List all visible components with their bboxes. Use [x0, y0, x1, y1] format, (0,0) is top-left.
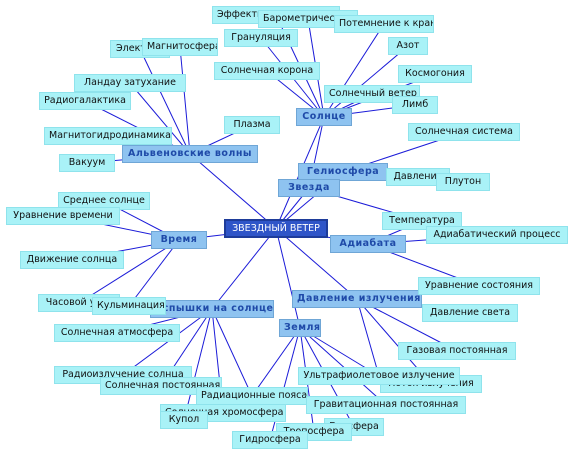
leaf-node[interactable]: Плутон: [436, 173, 490, 191]
edge-alfven-elektron: [139, 48, 191, 155]
leaf-node[interactable]: Солнечная корона: [214, 62, 320, 80]
leaf-node[interactable]: Кульминация: [92, 297, 166, 315]
edge-alfven-landau: [129, 82, 191, 155]
leaf-node[interactable]: Барометрическая формула: [258, 10, 358, 28]
leaf-node[interactable]: Температура: [382, 212, 462, 230]
leaf-node[interactable]: Космогония: [398, 65, 472, 83]
root-node[interactable]: ЗВЕЗДНЫЙ ВЕТЕР: [224, 219, 328, 238]
leaf-node[interactable]: Движение солнца: [20, 251, 124, 269]
leaf-node[interactable]: Потемнение к краю: [334, 15, 434, 33]
leaf-node[interactable]: Вакуум: [59, 154, 115, 172]
leaf-node[interactable]: Гравитационная постоянная: [306, 396, 466, 414]
hub-node-zemlya[interactable]: Земля: [279, 319, 321, 337]
edge-vremya-kulminaciya: [128, 239, 180, 307]
leaf-node[interactable]: Уравнение состояния: [418, 277, 540, 295]
edge-root-zemlya: [275, 228, 301, 329]
leaf-node[interactable]: Солнечная система: [408, 123, 520, 141]
hub-node-davlenie-izlucheniya[interactable]: Давление излучения: [292, 290, 422, 308]
edge-root-alfven: [189, 153, 277, 229]
leaf-node[interactable]: Гидросфера: [232, 431, 308, 449]
leaf-node[interactable]: Азот: [388, 37, 428, 55]
leaf-node[interactable]: Радиогалактика: [39, 92, 131, 110]
leaf-node[interactable]: Ультрафиолетовое излучение: [298, 367, 460, 385]
edge-solnce-azot: [323, 45, 409, 118]
edge-vspyshki-radiacionnye_poyasa: [211, 308, 253, 397]
leaf-node[interactable]: Радиационные пояса: [196, 387, 308, 405]
leaf-node[interactable]: Лимб: [392, 96, 438, 114]
leaf-node[interactable]: Плазма: [224, 116, 280, 134]
leaf-node[interactable]: Магнитосфера: [142, 38, 218, 56]
leaf-node[interactable]: Давление света: [422, 304, 518, 322]
leaf-node[interactable]: Газовая постоянная: [398, 342, 516, 360]
leaf-node[interactable]: Адиабатический процесс: [426, 226, 568, 244]
edge-root-vspyshki: [211, 228, 277, 310]
edge-zemlya-gravitacionnaya: [299, 327, 387, 406]
hub-node-alfven[interactable]: Альвеновские волны: [122, 145, 258, 163]
edge-zemlya-radiacionnye_poyasa: [251, 327, 301, 397]
hub-node-vspyshki[interactable]: Вспышки на солнце: [150, 300, 274, 318]
leaf-node[interactable]: Солнечная постоянная: [100, 377, 222, 395]
edge-davlenie_izlucheniya-ultrafiolet: [356, 298, 380, 377]
hub-node-solnce[interactable]: Солнце: [296, 108, 352, 126]
hub-node-adiabata[interactable]: Адиабата: [330, 235, 406, 253]
edge-alfven-magnitosfera: [179, 46, 191, 155]
hub-node-vremya[interactable]: Время: [151, 231, 207, 249]
leaf-node[interactable]: Магнитогидродинамика: [44, 127, 172, 145]
edge-vremya-chasovoy_ugol: [78, 239, 180, 304]
leaf-node[interactable]: Ландау затухание: [74, 74, 186, 92]
leaf-node[interactable]: Купол: [160, 411, 208, 429]
leaf-node[interactable]: Грануляция: [224, 29, 298, 47]
leaf-node[interactable]: Уравнение времени: [6, 207, 120, 225]
edge-root-davlenie_izlucheniya: [275, 228, 358, 300]
edge-vspyshki-kupol: [183, 308, 213, 421]
edge-vspyshki-radioizluchenie: [122, 308, 213, 376]
leaf-node[interactable]: Солнечная атмосфера: [54, 324, 180, 342]
hub-node-zvezda[interactable]: Звезда: [278, 179, 340, 197]
